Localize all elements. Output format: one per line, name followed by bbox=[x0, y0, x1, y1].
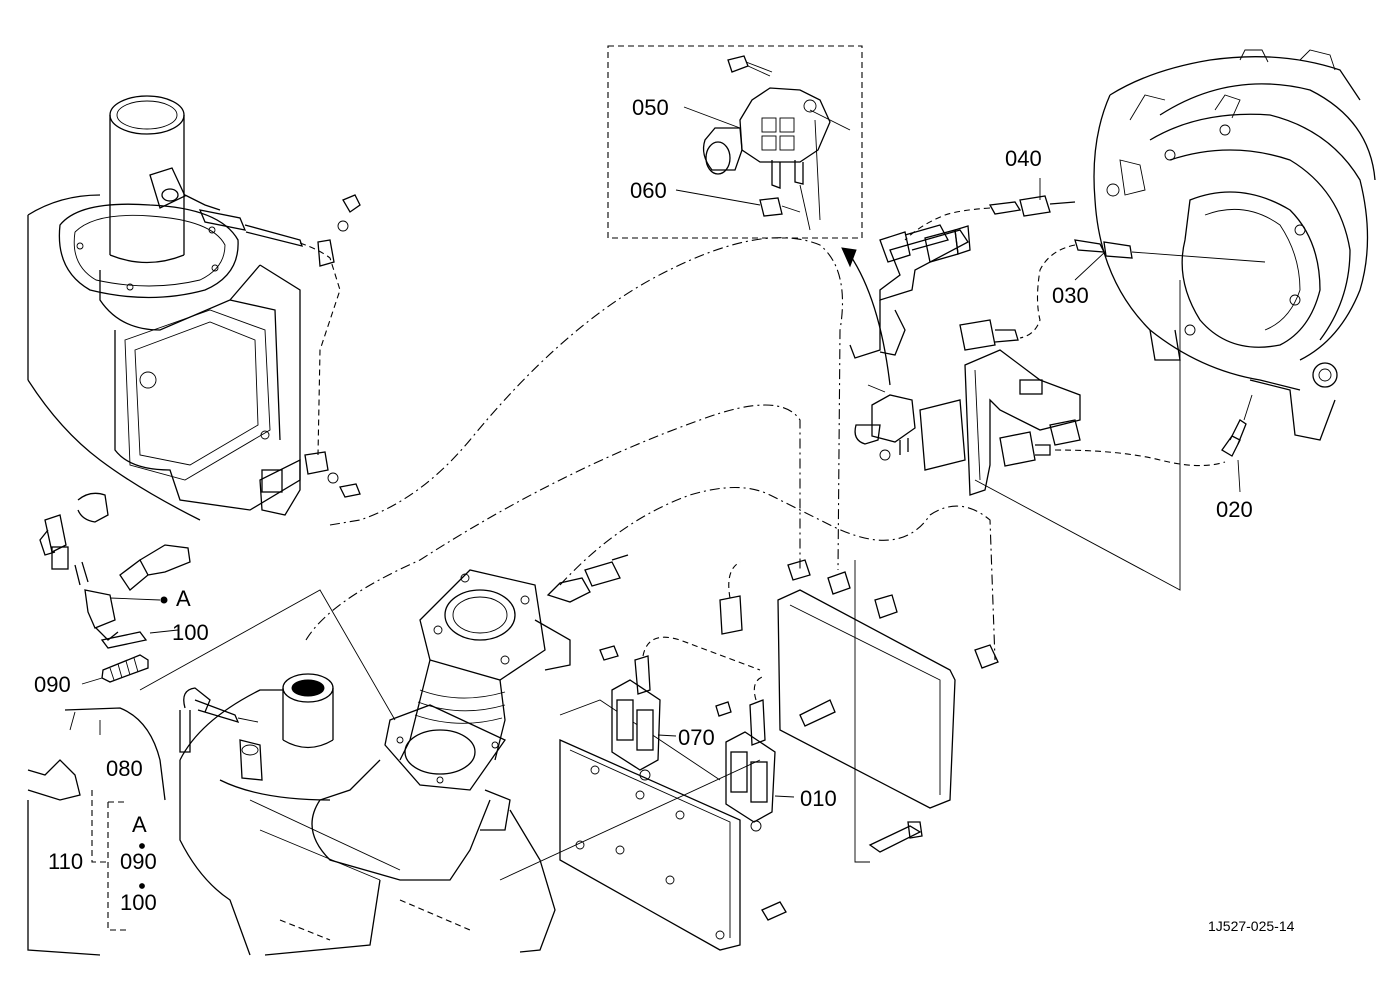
leader-050 bbox=[683, 106, 741, 129]
label-010: 010 bbox=[800, 786, 837, 811]
part-030-sensor bbox=[959, 239, 1266, 351]
label-070: 070 bbox=[678, 725, 715, 750]
leader-090-assembly bbox=[139, 589, 396, 721]
kit-note-a: A bbox=[132, 812, 147, 837]
label-a-marker: A bbox=[176, 586, 191, 611]
exhaust-manifold-assembly bbox=[27, 95, 361, 521]
part-010-module bbox=[715, 675, 776, 832]
assembly-leader bbox=[974, 280, 1181, 591]
wire-harness-path-3 bbox=[559, 486, 996, 661]
label-060: 060 bbox=[630, 178, 667, 203]
label-040: 040 bbox=[1005, 146, 1042, 171]
label-090: 090 bbox=[34, 672, 71, 697]
label-110: 110 bbox=[48, 849, 83, 874]
drawing-reference: 1J527-025-14 bbox=[1208, 918, 1295, 934]
label-020: 020 bbox=[1216, 497, 1253, 522]
label-050: 050 bbox=[632, 95, 669, 120]
part-020-sensor bbox=[1221, 394, 1253, 493]
reference-arrow bbox=[849, 254, 891, 386]
wire-harness-path-1 bbox=[329, 237, 843, 571]
module-bracket bbox=[499, 559, 999, 921]
part-040-sensor bbox=[904, 195, 1076, 263]
kit-note-090: 090 bbox=[120, 849, 157, 874]
leader-030 bbox=[1074, 251, 1106, 281]
engine-block-edge bbox=[27, 707, 166, 956]
leader-010 bbox=[774, 795, 795, 798]
wire-harness-path-2 bbox=[305, 404, 801, 641]
right-mounting-bracket bbox=[964, 349, 1226, 496]
inline-sensor bbox=[546, 554, 743, 635]
label-080: 080 bbox=[106, 756, 143, 781]
part-070-module bbox=[599, 636, 761, 781]
kit-note-bracket bbox=[91, 790, 145, 931]
leader-100 bbox=[149, 629, 179, 634]
kit-note-100: 100 bbox=[120, 890, 157, 915]
dpf-pipe-assembly bbox=[179, 569, 571, 956]
label-100: 100 bbox=[172, 620, 209, 645]
leader-090 bbox=[81, 677, 103, 685]
part-090-100-sensor bbox=[39, 492, 191, 683]
label-030: 030 bbox=[1052, 283, 1089, 308]
leader-060 bbox=[675, 189, 761, 206]
part-080-sensor bbox=[179, 687, 259, 753]
inset-detail-box bbox=[607, 45, 863, 239]
sensor-bracket bbox=[849, 224, 969, 471]
aftertreatment-drum bbox=[1093, 49, 1376, 441]
leader-070 bbox=[657, 734, 677, 737]
